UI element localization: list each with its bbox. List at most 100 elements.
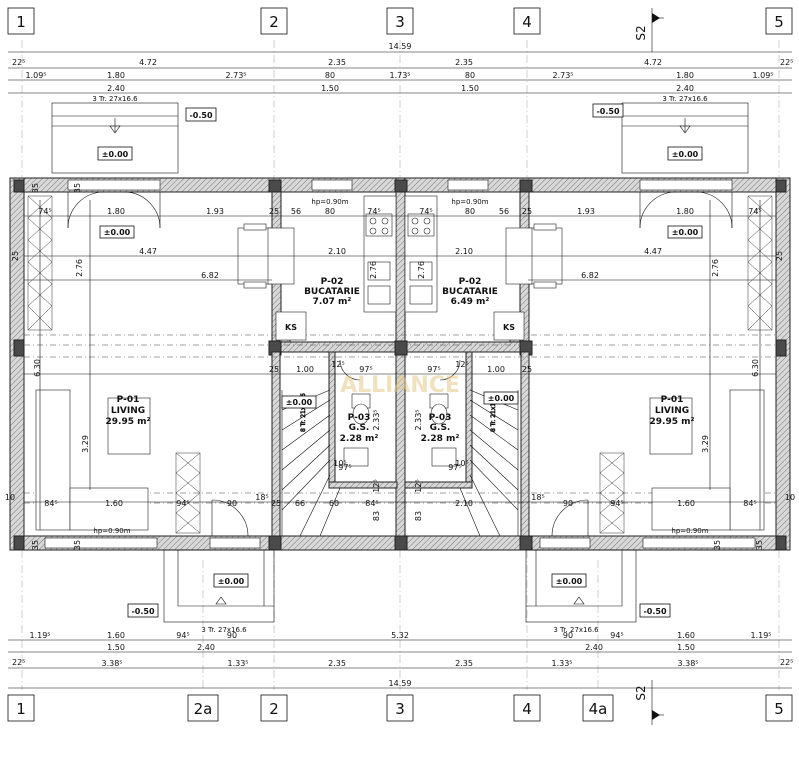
svg-text:60: 60 xyxy=(329,499,339,508)
room-name: BUCATARIE xyxy=(304,287,360,297)
section-marker-top: S2 xyxy=(634,8,664,52)
svg-text:±0.00: ±0.00 xyxy=(102,150,129,159)
svg-text:1.09⁵: 1.09⁵ xyxy=(25,71,46,80)
svg-text:±0.00: ±0.00 xyxy=(286,398,313,407)
svg-text:1.19⁵: 1.19⁵ xyxy=(750,631,771,640)
room-name: LIVING xyxy=(655,406,689,416)
svg-text:12⁵: 12⁵ xyxy=(331,360,344,369)
svg-text:1.00: 1.00 xyxy=(296,365,314,374)
svg-text:18⁵: 18⁵ xyxy=(531,493,544,502)
svg-text:2.73⁵: 2.73⁵ xyxy=(552,71,573,80)
svg-text:1.93: 1.93 xyxy=(577,207,595,216)
svg-text:80: 80 xyxy=(465,207,475,216)
svg-text:84⁵: 84⁵ xyxy=(44,499,57,508)
svg-text:3.38⁵: 3.38⁵ xyxy=(677,659,698,668)
svg-text:1.93: 1.93 xyxy=(206,207,224,216)
svg-text:56: 56 xyxy=(499,207,509,216)
interior-level-boxes: ±0.00 ±0.00 ±0.00 ±0.00 xyxy=(99,225,703,409)
svg-text:3 Tr. 27x16.6: 3 Tr. 27x16.6 xyxy=(92,95,138,103)
svg-text:56: 56 xyxy=(291,207,301,216)
svg-text:94⁵: 94⁵ xyxy=(176,631,189,640)
svg-text:6.30: 6.30 xyxy=(751,359,760,377)
svg-text:25: 25 xyxy=(269,365,279,374)
svg-text:2.40: 2.40 xyxy=(676,84,694,93)
svg-text:±0.00: ±0.00 xyxy=(556,577,583,586)
svg-text:97⁵: 97⁵ xyxy=(448,463,461,472)
svg-text:97⁵: 97⁵ xyxy=(338,463,351,472)
svg-text:4.72: 4.72 xyxy=(139,58,157,67)
svg-text:83: 83 xyxy=(414,511,423,521)
svg-text:10: 10 xyxy=(5,493,15,502)
room-code: P-01 xyxy=(117,395,140,405)
svg-text:25: 25 xyxy=(269,207,279,216)
svg-text:2.35: 2.35 xyxy=(328,659,346,668)
axis-label: 5 xyxy=(774,700,784,718)
svg-text:KS: KS xyxy=(503,323,515,332)
svg-text:35: 35 xyxy=(31,540,40,550)
svg-text:94⁵: 94⁵ xyxy=(610,631,623,640)
svg-text:35: 35 xyxy=(73,540,82,550)
svg-text:±0.00: ±0.00 xyxy=(672,228,699,237)
svg-text:66: 66 xyxy=(295,499,305,508)
svg-text:90: 90 xyxy=(227,499,237,508)
svg-text:18⁵: 18⁵ xyxy=(255,493,268,502)
svg-text:-0.50: -0.50 xyxy=(643,607,666,616)
room-code: P-02 xyxy=(321,277,344,287)
axis-label: 2 xyxy=(269,700,279,718)
svg-text:14.59: 14.59 xyxy=(389,42,412,51)
svg-text:±0.00: ±0.00 xyxy=(672,150,699,159)
axis-label: 2 xyxy=(269,13,279,31)
interior-dimensions: 74⁵ 1.80 1.93 25 56 80 74⁵ 74⁵ 80 56 25 … xyxy=(5,183,795,550)
room-labels: P-01 LIVING 29.95 m² P-02 BUCATARIE 7.07… xyxy=(106,277,695,444)
axis-label: 4 xyxy=(522,700,532,718)
svg-text:10: 10 xyxy=(785,493,795,502)
svg-text:1.60: 1.60 xyxy=(677,631,695,640)
svg-text:25: 25 xyxy=(271,499,281,508)
svg-text:10⁵: 10⁵ xyxy=(333,459,346,468)
svg-text:2.10: 2.10 xyxy=(455,247,473,256)
svg-text:2.40: 2.40 xyxy=(197,643,215,652)
svg-text:35: 35 xyxy=(755,540,764,550)
svg-text:2.76: 2.76 xyxy=(711,259,720,277)
section-label: S2 xyxy=(634,25,648,40)
section-marker-bottom: S2 xyxy=(634,680,664,725)
axis-label: 4 xyxy=(522,13,532,31)
svg-text:3.29: 3.29 xyxy=(81,435,90,453)
svg-text:2.76: 2.76 xyxy=(369,261,378,279)
svg-text:±0.00: ±0.00 xyxy=(218,577,245,586)
svg-text:1.60: 1.60 xyxy=(105,499,123,508)
svg-text:-0.50: -0.50 xyxy=(189,111,212,120)
svg-text:2.40: 2.40 xyxy=(107,84,125,93)
svg-text:22⁵: 22⁵ xyxy=(780,658,793,667)
svg-text:74⁵: 74⁵ xyxy=(38,207,51,216)
svg-text:90: 90 xyxy=(563,499,573,508)
svg-text:97⁵: 97⁵ xyxy=(427,365,440,374)
bottom-porch-right: ±0.00 3 Tr. 27x16.6 -0.50 xyxy=(525,549,671,634)
axis-label: 3 xyxy=(395,13,405,31)
svg-text:hp=0.90m: hp=0.90m xyxy=(671,527,708,535)
axis-label: 2a xyxy=(194,700,213,718)
section-label: S2 xyxy=(634,685,648,700)
axis-label: 1 xyxy=(16,13,26,31)
axis-label: 3 xyxy=(395,700,405,718)
svg-text:1.80: 1.80 xyxy=(107,71,125,80)
svg-text:KS: KS xyxy=(285,323,297,332)
svg-text:3 Tr. 27x16.6: 3 Tr. 27x16.6 xyxy=(553,626,599,634)
svg-text:1.33⁵: 1.33⁵ xyxy=(551,659,572,668)
svg-text:3.29: 3.29 xyxy=(701,435,710,453)
watermark-text: ALLIANCE xyxy=(340,373,460,398)
svg-text:2.76: 2.76 xyxy=(75,259,84,277)
top-porch-left: 3 Tr. 27x16.6 ±0.00 -0.50 xyxy=(51,95,217,174)
room-area: 6.49 m² xyxy=(451,297,490,307)
svg-text:-0.50: -0.50 xyxy=(131,607,154,616)
beam-lines xyxy=(24,334,776,504)
hp-labels: hp=0.90m hp=0.90m hp=0.90m hp=0.90m xyxy=(93,198,708,535)
svg-text:3.38⁵: 3.38⁵ xyxy=(101,659,122,668)
svg-text:2.33⁵: 2.33⁵ xyxy=(414,409,423,430)
svg-text:74⁵: 74⁵ xyxy=(419,207,432,216)
bottom-porch-left: ±0.00 3 Tr. 27x16.6 -0.50 xyxy=(127,549,275,634)
svg-text:94⁵: 94⁵ xyxy=(176,499,189,508)
svg-text:4.47: 4.47 xyxy=(644,247,662,256)
